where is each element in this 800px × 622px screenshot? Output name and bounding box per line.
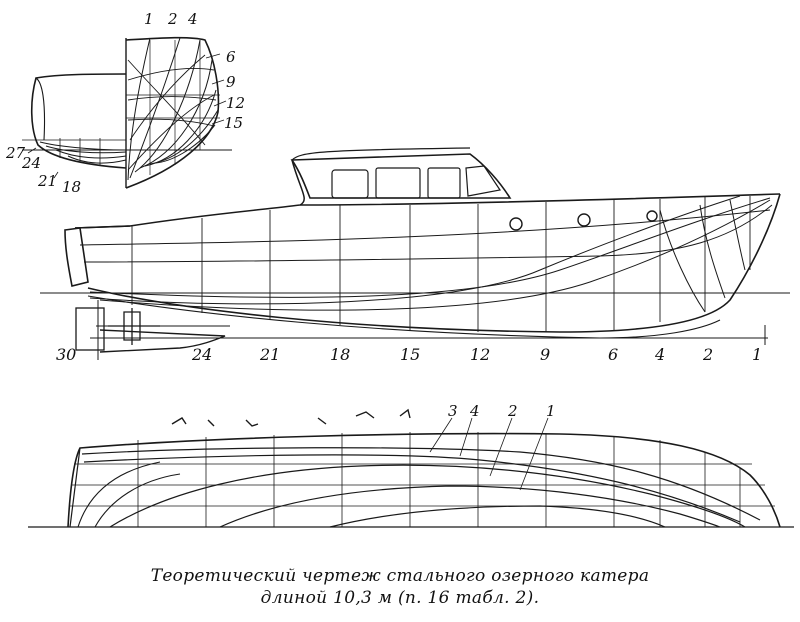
label-leader bbox=[459, 417, 473, 457]
waterline-label: 4 bbox=[469, 402, 480, 420]
aft-section-24 bbox=[45, 145, 127, 154]
print-speck bbox=[207, 419, 215, 427]
station-label: 4 bbox=[654, 345, 665, 364]
print-speck bbox=[245, 419, 259, 427]
fwd-section-1 bbox=[127, 37, 151, 181]
label-leader bbox=[27, 147, 37, 154]
transom-edge bbox=[69, 447, 81, 528]
body-plan-label: 18 bbox=[62, 178, 81, 196]
fwd-diagonal bbox=[127, 68, 215, 81]
buttock-line bbox=[99, 199, 771, 311]
station-label: 9 bbox=[540, 345, 550, 364]
fwd-diagonal bbox=[127, 59, 206, 146]
caption-line-1: Теоретический чертеж стального озерного … bbox=[150, 566, 650, 586]
buttock-line bbox=[729, 199, 746, 271]
caption-line-2: длиной 10,3 м (п. 16 табл. 2). bbox=[260, 588, 540, 608]
body-plan-label: 21 bbox=[37, 172, 57, 190]
fwd-diagonal bbox=[127, 118, 215, 127]
cabin-roof bbox=[291, 147, 471, 161]
waterline-label: 2 bbox=[507, 402, 518, 420]
waterline-inner bbox=[77, 461, 161, 528]
fwd-section-2 bbox=[129, 37, 181, 179]
profile-line bbox=[79, 209, 771, 246]
station-label: 12 bbox=[470, 345, 490, 364]
label-leader bbox=[429, 417, 453, 453]
profile-line bbox=[83, 204, 773, 263]
aft-section-27 bbox=[39, 141, 127, 151]
body-plan-label: 12 bbox=[226, 94, 245, 112]
waterline-label: 1 bbox=[546, 402, 556, 420]
station-label: 21 bbox=[259, 345, 280, 364]
body-plan-label: 27 bbox=[5, 144, 26, 162]
station-label: 24 bbox=[191, 345, 212, 364]
body-plan-label: 24 bbox=[21, 154, 41, 172]
station-label: 6 bbox=[608, 345, 618, 364]
cabin-window bbox=[465, 165, 502, 197]
print-speck bbox=[355, 411, 375, 419]
label-leader bbox=[211, 119, 225, 125]
waterline-label: 3 bbox=[448, 402, 458, 420]
profile-view: 30 24 21 18 15 12 9 6 4 2 1 bbox=[40, 147, 790, 364]
waterline-3 bbox=[81, 447, 761, 521]
rudder bbox=[75, 307, 105, 351]
aft-half-outline bbox=[30, 73, 127, 169]
sheer-line bbox=[74, 193, 781, 229]
body-plan-label: 15 bbox=[224, 114, 243, 132]
label-leader bbox=[211, 79, 225, 85]
station-label: 2 bbox=[702, 345, 713, 364]
print-speck bbox=[317, 417, 327, 425]
print-speck bbox=[171, 417, 187, 425]
buttock-line bbox=[89, 195, 741, 305]
waterline-4 bbox=[83, 454, 741, 523]
aft-section-18 bbox=[67, 155, 127, 164]
fwd-section-15 bbox=[154, 124, 216, 164]
body-plan-label: 4 bbox=[187, 10, 198, 28]
label-leader bbox=[213, 100, 227, 107]
label-leader bbox=[53, 171, 59, 179]
porthole bbox=[577, 213, 591, 227]
waterline-inner bbox=[94, 473, 181, 528]
station-label: 30 bbox=[56, 345, 76, 364]
fwd-diagonal bbox=[127, 96, 217, 101]
aft-section-21 bbox=[55, 149, 127, 159]
cabin-outline bbox=[290, 153, 512, 199]
body-plan-label: 1 bbox=[144, 10, 154, 28]
cabin-window bbox=[331, 169, 369, 199]
station-label: 1 bbox=[752, 345, 762, 364]
label-leader bbox=[205, 53, 221, 59]
waterline-2 bbox=[109, 464, 746, 528]
label-leader bbox=[519, 417, 549, 491]
label-leader bbox=[489, 417, 513, 477]
fwd-half-outline bbox=[125, 36, 220, 189]
half-breadth-plan: 3 4 2 1 bbox=[28, 402, 794, 528]
fwd-diagonal bbox=[129, 54, 206, 141]
body-plan-label: 2 bbox=[167, 10, 178, 28]
buttock-line bbox=[89, 197, 771, 298]
station-label: 18 bbox=[330, 345, 350, 364]
fwd-diagonal bbox=[127, 94, 215, 171]
transom bbox=[64, 227, 89, 287]
deckhouse-sweep bbox=[74, 159, 305, 229]
body-plan-label: 6 bbox=[226, 48, 236, 66]
station-label: 15 bbox=[400, 345, 420, 364]
waterline-1 bbox=[219, 485, 721, 528]
body-plan: 1 2 4 6 9 12 15 27 24 21 18 bbox=[5, 10, 245, 196]
buttock-line bbox=[699, 204, 726, 299]
print-speck bbox=[399, 408, 411, 419]
fwd-section-6 bbox=[139, 59, 213, 169]
porthole bbox=[646, 210, 658, 222]
buttock-line bbox=[659, 209, 706, 313]
body-plan-label: 9 bbox=[226, 73, 236, 91]
cabin-window bbox=[375, 167, 421, 199]
porthole bbox=[509, 217, 523, 231]
skeg bbox=[99, 329, 226, 353]
hull-rabbet-line bbox=[87, 295, 721, 339]
cabin-window bbox=[427, 167, 461, 199]
waterline-0 bbox=[329, 505, 666, 528]
aft-half-sheer bbox=[35, 77, 46, 141]
deck-outline bbox=[67, 432, 781, 528]
hull-keel-line bbox=[87, 193, 781, 333]
